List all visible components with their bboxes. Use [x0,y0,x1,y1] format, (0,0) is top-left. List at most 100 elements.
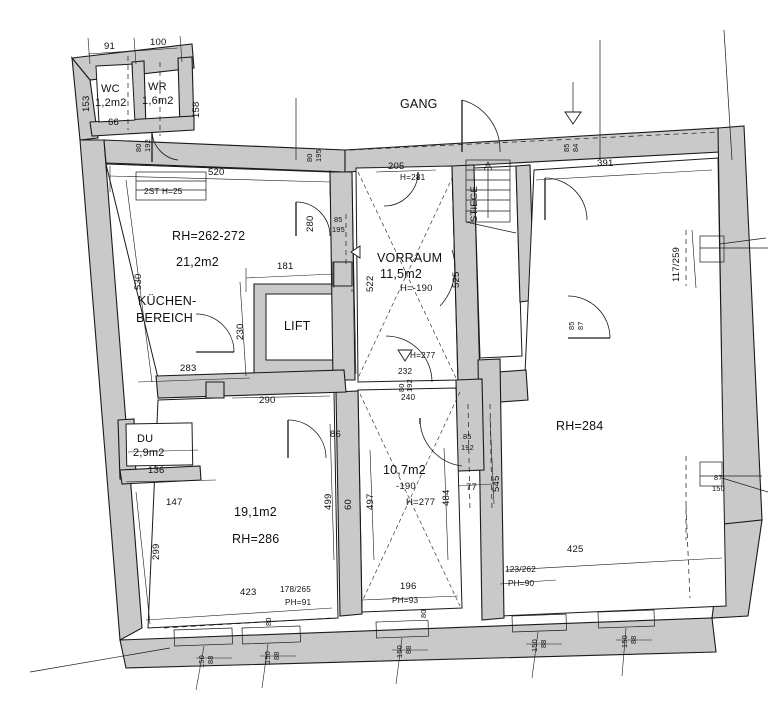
dim-win1-150: 150 [197,655,206,668]
room-label-du: DU [137,433,154,445]
dim-win3-88: 88 [404,645,413,654]
dim-win5-150: 150 [620,635,629,648]
dim-545: 545 [491,475,502,492]
dim-win4-150: 150 [530,639,539,652]
dim-192: 192 [143,139,152,152]
dim-150e: 150 [712,484,725,493]
dim-win1-88: 88 [206,655,215,664]
room107-height-277: H=277 [406,497,436,508]
dim-158: 158 [191,101,202,118]
construction-dashed-lines [127,56,719,629]
dimension-lines [87,35,723,625]
room19-area: 19,1m2 [234,505,277,519]
room-label-vorraum: VORRAUM [377,251,443,265]
dim-win3-150: 150 [395,645,404,658]
room19-top-wall [155,369,347,399]
dim-530: 530 [133,273,144,290]
entry-step-note: 2ST H=25 [144,187,183,196]
vorraum-door-height: H=281 [400,173,426,182]
dim-win5-88: 88 [629,635,638,644]
dim-423: 423 [240,587,257,598]
dim-84d: 84 [571,143,580,152]
dim-win2-150: 150 [263,651,272,664]
level-markers [350,29,733,362]
dim-178-265: 178/265 [280,585,311,594]
dim-85c: 85 [567,321,576,330]
dim-win-mid-80b: 80 [419,609,428,618]
room107-height-190: -190 [396,481,416,492]
dim-290: 290 [259,395,276,406]
room-area-wc: 1,2m2 [95,97,127,109]
section-marks [29,98,768,673]
doors [151,99,611,467]
vorraum-height-note: H=-190 [400,283,433,294]
dim-525: 525 [451,271,462,288]
dim-win2-88: 88 [272,651,281,660]
vorraum-left-wall [329,171,356,381]
room-area-du: 2,9m2 [133,447,165,459]
dim-85a: 85 [334,215,343,224]
room-label-stiege: STIEGE [469,185,480,222]
right-wall-niches [685,230,768,540]
dim-87c: 87 [576,321,585,330]
dim-117-259: 117/259 [671,246,682,282]
vorraum-space [355,165,459,383]
dim-147: 147 [166,497,183,508]
dim-484: 484 [441,489,452,506]
dim-win4-88: 88 [539,639,548,648]
room-label-gang: GANG [400,97,438,111]
dim-91: 91 [104,41,115,52]
dim-ph91: PH=91 [285,598,312,607]
dim-499: 499 [323,493,334,510]
dim-230: 230 [235,323,246,340]
dim-280: 280 [305,215,316,232]
building-outer-walls [70,43,763,669]
right-room-space [497,157,727,617]
dim-win-mid-80: 80 [264,617,273,626]
room-label-wr: WR [148,81,167,93]
mid-door-height: H=277 [410,351,436,360]
kitchen-area: 21,2m2 [176,255,219,269]
du-room [117,418,202,485]
room284-ceiling-height: RH=284 [556,419,604,433]
dim-192b: 192 [461,443,474,452]
dim-195b: 195 [314,149,323,162]
dim-391: 391 [597,158,614,169]
dim-497: 497 [365,493,376,510]
dim-136: 136 [148,465,165,476]
room107-area: 10,7m2 [383,463,426,477]
dim-ph93: PH=93 [392,596,419,605]
kitchen-ceiling-height: RH=262-272 [172,229,246,243]
room-area-wr: 1,6m2 [142,95,174,107]
dim-240: 240 [401,393,416,402]
right-room-left-wall [455,358,505,621]
dim-87e: 87 [714,473,723,482]
room19-ceiling-height: RH=286 [232,532,280,546]
dim-520: 520 [208,167,225,178]
dim-205: 205 [388,161,405,172]
dim-85d: 85 [562,143,571,152]
room-107-left-wall [335,390,363,617]
dim-86: 86 [330,429,341,440]
room-label-lift: LIFT [284,319,311,333]
entry-steps [135,171,207,201]
bottom-windows [173,609,655,691]
dim-232: 232 [398,367,413,376]
dim-522: 522 [365,275,376,292]
dim-425: 425 [567,544,584,555]
dim-283: 283 [180,363,197,374]
kitchen-name-line2: BEREICH [136,311,193,325]
dim-153: 153 [81,95,92,112]
room-area-vorraum: 11,5m2 [380,267,422,281]
dim-196: 196 [400,581,417,592]
wc-wr-walls [89,56,195,137]
room-label-wc: WC [101,83,120,95]
dim-195a: 195 [332,225,345,234]
dim-123-262: 123/262 [505,565,536,574]
dim-100: 100 [150,37,167,48]
dim-85b: 85 [463,432,472,441]
dim-192c: 192 [405,379,414,392]
dim-ph90: PH=90 [508,579,535,588]
